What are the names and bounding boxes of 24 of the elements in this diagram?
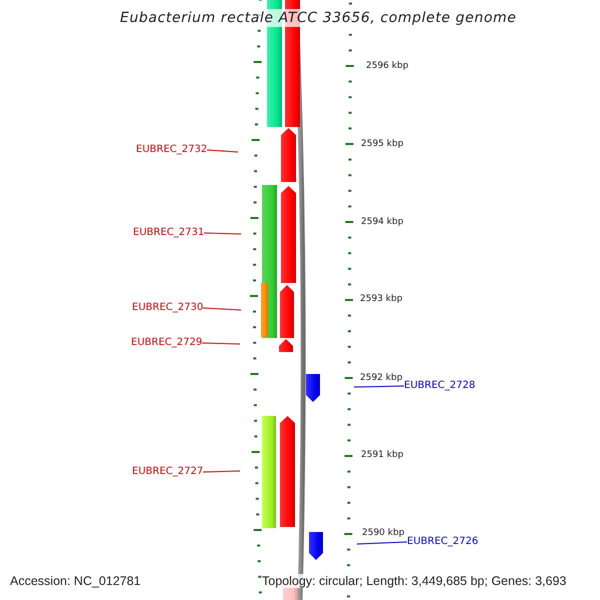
gene-label: EUBREC_2729 <box>131 337 202 349</box>
footer-text: Accession: NC_012781 <box>10 574 141 588</box>
leader-line <box>204 232 242 234</box>
leader-line <box>202 470 240 472</box>
leader-line <box>356 542 408 544</box>
chart-title: Eubacterium rectale ATCC 33656, complete genome <box>120 9 516 27</box>
leader-line <box>354 386 404 388</box>
footer-text: Topology: circular; Length: 3,449,685 bp; Genes: 3,693 <box>262 574 566 588</box>
gene-label: EUBREC_2731 <box>133 227 204 239</box>
gene-label: EUBREC_2732 <box>136 144 208 156</box>
leader-line <box>202 308 242 310</box>
scale-label: 2595 kbp <box>361 139 404 149</box>
leader-line <box>202 342 240 344</box>
scale-label: 2596 kbp <box>366 61 408 71</box>
scale-label: 2591 kbp <box>361 450 404 460</box>
scale-label: 2592 kbp <box>360 373 402 383</box>
scale-label: 2593 kbp <box>360 294 402 304</box>
gene-label: EUBREC_2728 <box>404 380 476 392</box>
gene-label: EUBREC_2730 <box>132 302 204 314</box>
gene-label: EUBREC_2726 <box>407 536 478 548</box>
gene-label: EUBREC_2727 <box>132 466 204 478</box>
leader-line <box>206 150 238 152</box>
scale-label: 2590 kbp <box>362 528 404 538</box>
scale-label: 2594 kbp <box>361 217 404 227</box>
